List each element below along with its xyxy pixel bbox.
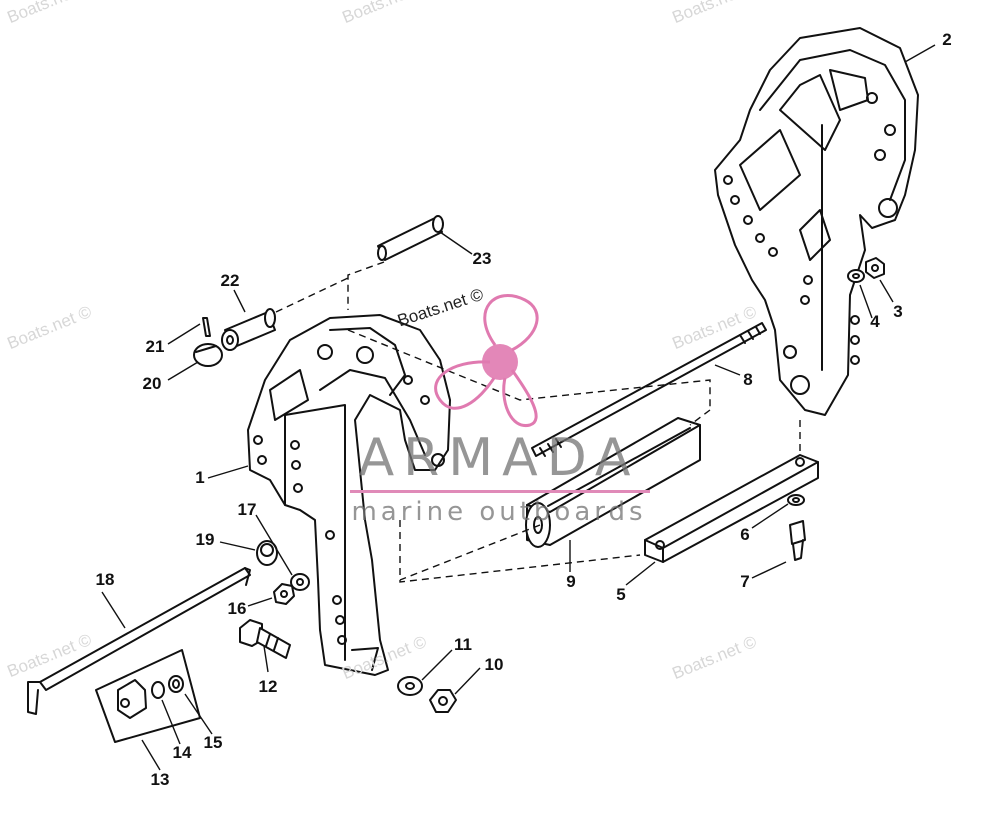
logo-name: ARMADA (358, 428, 640, 488)
callout-5: 5 (616, 585, 626, 604)
propeller-logo-icon (434, 294, 539, 427)
callout-2: 2 (942, 30, 952, 49)
callout-1: 1 (195, 468, 205, 487)
bolt-part-7 (789, 520, 806, 561)
logo-tagline: marine outboards (351, 497, 647, 527)
callout-11: 11 (454, 635, 472, 654)
callout-15: 15 (203, 733, 223, 752)
threaded-rod-part-8 (531, 322, 767, 457)
callout-8: 8 (743, 370, 753, 389)
callout-13: 13 (150, 770, 170, 789)
callout-9: 9 (566, 572, 576, 591)
pin-part-23 (377, 215, 444, 261)
callout-3: 3 (893, 302, 903, 321)
washer-part-17 (290, 573, 310, 591)
alignment-lines (275, 261, 801, 583)
cap-part-20 (193, 343, 223, 367)
cotter-pin-part-21 (202, 317, 211, 337)
hardware-inset-box (95, 649, 201, 743)
callout-19: 19 (195, 530, 215, 549)
grommet-part-19 (256, 540, 278, 566)
clamp-bracket-right (714, 27, 919, 416)
logo-divider (350, 490, 650, 493)
callout-6: 6 (740, 525, 750, 544)
callout-17: 17 (237, 500, 257, 519)
leader-lines (101, 44, 936, 771)
callout-22: 22 (220, 271, 240, 290)
callout-12: 12 (258, 677, 278, 696)
callout-21: 21 (145, 337, 165, 356)
pin-part-22 (221, 308, 276, 351)
clamp-bracket-left (247, 314, 451, 676)
callout-18: 18 (95, 570, 115, 589)
callout-16: 16 (227, 599, 247, 618)
nut-part-10 (429, 689, 457, 713)
tie-bar-part-5 (644, 454, 819, 563)
washer-part-11 (397, 676, 423, 696)
tube-part-9 (525, 417, 701, 548)
bolt-part-12 (239, 619, 291, 659)
callout-7: 7 (740, 572, 750, 591)
callout-14: 14 (172, 743, 192, 762)
callout-20: 20 (142, 374, 162, 393)
rod-part-18 (27, 567, 251, 715)
washer-part-6 (787, 494, 805, 506)
callout-10: 10 (484, 655, 504, 674)
nut-part-16 (273, 583, 295, 605)
washer-part-4 (847, 269, 865, 283)
nut-part-3 (865, 257, 885, 279)
callout-23: 23 (472, 249, 492, 268)
callout-4: 4 (870, 312, 880, 331)
